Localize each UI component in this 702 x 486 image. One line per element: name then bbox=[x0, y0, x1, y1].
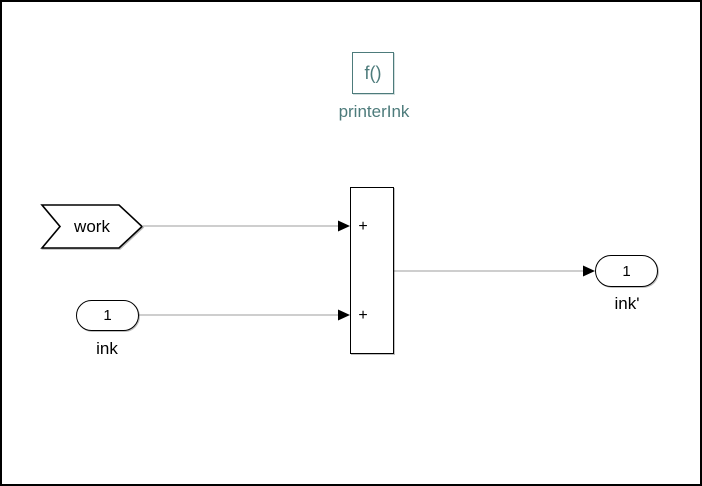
sum-plus-sign-top: + bbox=[358, 218, 368, 235]
outport-number: 1 bbox=[622, 262, 631, 280]
inport-number: 1 bbox=[103, 307, 112, 324]
outport-block-ink[interactable]: 1 bbox=[595, 255, 658, 287]
function-call-block[interactable]: f() bbox=[352, 52, 394, 94]
work-tag-shape[interactable] bbox=[40, 204, 144, 249]
function-block-caption: printerInk bbox=[338, 102, 410, 121]
work-tag-label: work bbox=[74, 216, 110, 236]
arrowhead-icon bbox=[583, 265, 595, 277]
function-icon: f() bbox=[364, 62, 382, 83]
inport-caption-ink: ink bbox=[96, 339, 118, 358]
arrowhead-icon bbox=[338, 309, 350, 321]
arrowhead-icon bbox=[338, 220, 350, 232]
sum-plus-sign-bottom: + bbox=[358, 307, 368, 324]
sum-block[interactable]: + + bbox=[350, 187, 394, 354]
inport-block-ink[interactable]: 1 bbox=[76, 300, 139, 331]
outport-caption-ink: ink' bbox=[614, 294, 640, 313]
